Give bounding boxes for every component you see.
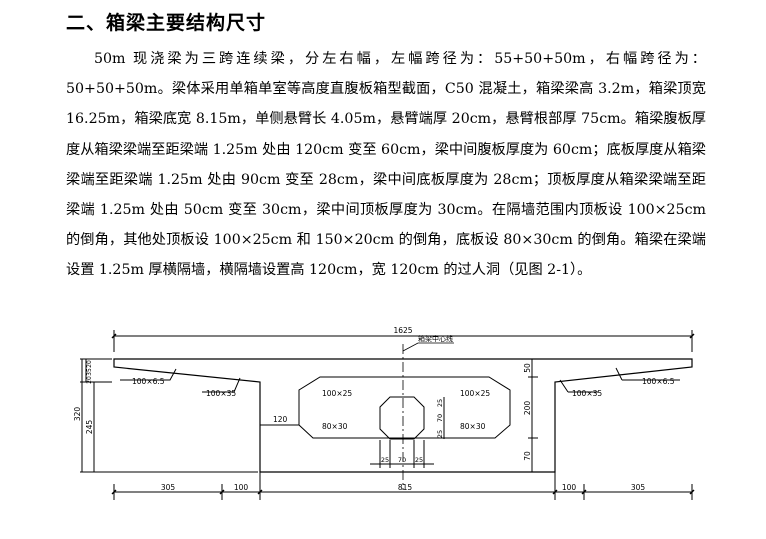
section-paragraph: 50m 现浇梁为三跨连续梁，分左右幅，左幅跨径为：55+50+50m，右幅跨径为… xyxy=(66,51,706,279)
section-inner-void xyxy=(298,376,511,439)
dim-bottom-4: 100 xyxy=(562,483,577,492)
leader-left-cantilever xyxy=(120,368,177,381)
dim-hole-v-3: 25 xyxy=(436,430,444,438)
label-chamfer-right-web: 100×35 xyxy=(572,389,602,398)
dim-left-top-1: 20 xyxy=(86,360,93,368)
section-heading: 二、箱梁主要结构尺寸 xyxy=(66,12,267,34)
cross-section-drawing: 1625 箱梁中心线 100×6.5 100×35 100×25 100×25 … xyxy=(73,326,695,500)
dim-hole-v-1: 25 xyxy=(436,399,444,407)
dim-top-total: 1625 xyxy=(393,326,412,335)
centerline-label: 箱梁中心线 xyxy=(418,334,453,343)
label-chamfer-left-web: 100×35 xyxy=(206,389,236,398)
label-chamfer-void-bottom-right: 80×30 xyxy=(460,422,486,431)
manhole-opening xyxy=(379,396,425,440)
dim-hole-h-3: 25 xyxy=(415,456,423,464)
dim-bottom-1: 305 xyxy=(161,483,176,492)
dim-120: 120 xyxy=(273,415,288,424)
dim-bottom-3: 815 xyxy=(398,483,413,492)
dim-left-245: 245 xyxy=(85,420,94,435)
dim-left-top-2: 35 xyxy=(86,368,93,376)
label-chamfer-left-cantilever: 100×6.5 xyxy=(132,377,165,386)
dim-left-top-3: 20 xyxy=(86,376,93,384)
dim-right-200: 200 xyxy=(523,401,532,416)
label-chamfer-void-top-right: 100×25 xyxy=(460,389,490,398)
dim-bottom-2: 100 xyxy=(234,483,249,492)
dim-right-50: 50 xyxy=(523,363,532,373)
box-girder-cross-section-figure: 1625 箱梁中心线 100×6.5 100×35 100×25 100×25 … xyxy=(0,322,766,539)
dim-hole-h-2: 70 xyxy=(398,456,406,464)
label-chamfer-void-bottom-left: 80×30 xyxy=(322,422,348,431)
dim-left-320: 320 xyxy=(73,407,82,422)
leader-left-web xyxy=(202,377,241,393)
dim-bottom-5: 305 xyxy=(631,483,646,492)
leader-right-cantilever-tip xyxy=(615,367,623,381)
label-chamfer-void-top-left: 100×25 xyxy=(322,389,352,398)
dim-hole-h-1: 25 xyxy=(381,456,389,464)
centerline-leader xyxy=(402,342,454,352)
dim-right-70: 70 xyxy=(523,451,532,461)
label-chamfer-right-cantilever: 100×6.5 xyxy=(642,377,675,386)
leader-right-web-tip xyxy=(559,379,569,393)
dim-hole-v-2: 70 xyxy=(436,414,444,422)
